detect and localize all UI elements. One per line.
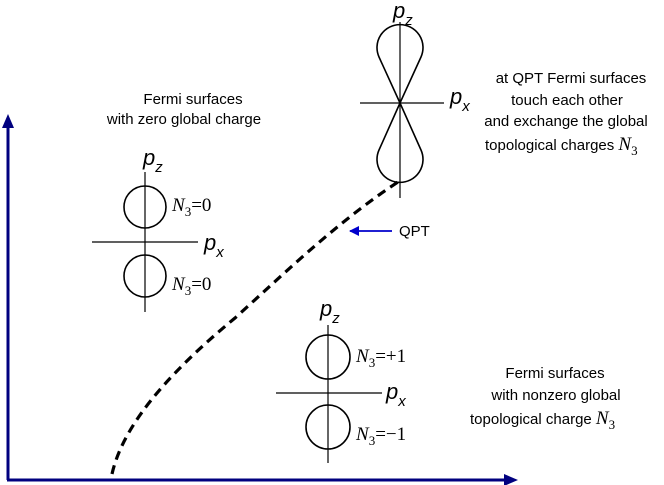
main-axes <box>2 114 518 485</box>
qpt-caption: at QPT Fermi surfaces touch each other a… <box>484 70 647 158</box>
bottom-lower-fermi-surface <box>305 404 351 450</box>
left-upper-fermi-surface <box>123 185 167 229</box>
nonzero-charge-caption-line-2: with nonzero global <box>490 387 620 404</box>
bottom-pz-label: pz <box>319 296 340 327</box>
left-px-label: px <box>203 230 224 261</box>
fermi-surfaces-zero-charge: pz px N3=0 N3=0 <box>92 145 224 312</box>
bottom-upper-fermi-surface <box>305 334 351 380</box>
qpt-caption-line-2: touch each other <box>511 92 623 109</box>
bottom-px-label: px <box>385 379 406 410</box>
zero-charge-caption-line-2: with zero global charge <box>106 111 261 128</box>
left-upper-charge: N3=0 <box>171 195 211 219</box>
vertical-axis-arrowhead <box>2 114 14 128</box>
left-lower-fermi-surface <box>123 254 167 298</box>
nonzero-charge-caption-line-1: Fermi surfaces <box>505 365 604 382</box>
qpt-label: QPT <box>399 223 430 240</box>
zero-charge-caption: Fermi surfaces with zero global charge <box>106 91 261 128</box>
qpt-marker: QPT <box>349 223 430 240</box>
fermi-surfaces-at-qpt: pz px <box>360 0 470 198</box>
top-pz-label: pz <box>392 0 413 29</box>
top-px-label: px <box>449 84 470 115</box>
bottom-lower-charge: N3=−1 <box>355 424 406 448</box>
qpt-caption-line-4: topological charges N3 <box>485 134 638 158</box>
qpt-caption-line-1: at QPT Fermi surfaces <box>496 70 647 87</box>
nonzero-charge-caption: Fermi surfaces with nonzero global topol… <box>470 365 621 432</box>
bottom-upper-charge: N3=+1 <box>355 346 406 370</box>
top-upper-lobe <box>376 23 424 105</box>
left-pz-label: pz <box>142 145 163 176</box>
fermi-surfaces-nonzero-charge: pz px N3=+1 N3=−1 <box>276 296 406 463</box>
nonzero-charge-caption-line-3: topological charge N3 <box>470 408 615 432</box>
left-lower-charge: N3=0 <box>171 274 211 298</box>
zero-charge-caption-line-1: Fermi surfaces <box>143 91 242 108</box>
qpt-caption-line-3: and exchange the global <box>484 113 647 130</box>
horizontal-axis-arrowhead <box>504 474 518 485</box>
top-lower-lobe <box>376 101 424 184</box>
qpt-phase-boundary <box>110 180 399 475</box>
